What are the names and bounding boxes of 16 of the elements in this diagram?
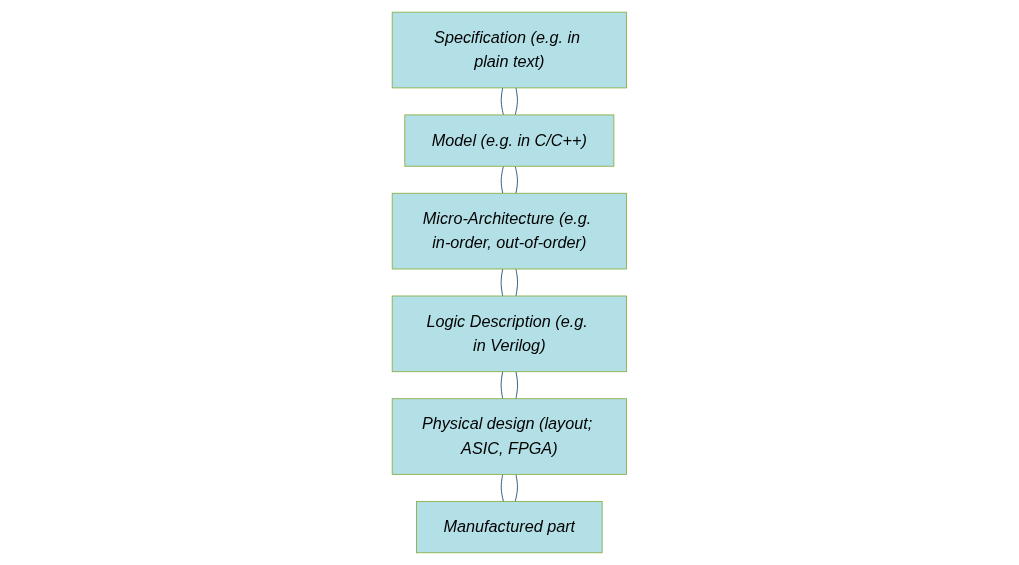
node-box: Logic Description (e.g. in Verilog) — [391, 295, 628, 373]
node-box: Model (e.g. in C/C++) — [404, 114, 615, 167]
node-box: Physical design (layout; ASIC, FPGA) — [391, 398, 628, 475]
node-box: Manufactured part — [416, 500, 603, 554]
connector — [500, 268, 504, 297]
connector — [500, 165, 505, 194]
connector — [515, 371, 519, 400]
connector — [515, 268, 519, 297]
node-box: Specification (e.g. in plain text) — [391, 11, 628, 89]
connector — [514, 473, 519, 502]
connector — [514, 165, 519, 194]
node-box: Micro-Architecture (e.g. in-order, out-of-order) — [391, 192, 628, 270]
connector — [500, 87, 505, 116]
connector — [500, 371, 504, 400]
connector — [500, 473, 505, 502]
connector — [514, 87, 519, 116]
